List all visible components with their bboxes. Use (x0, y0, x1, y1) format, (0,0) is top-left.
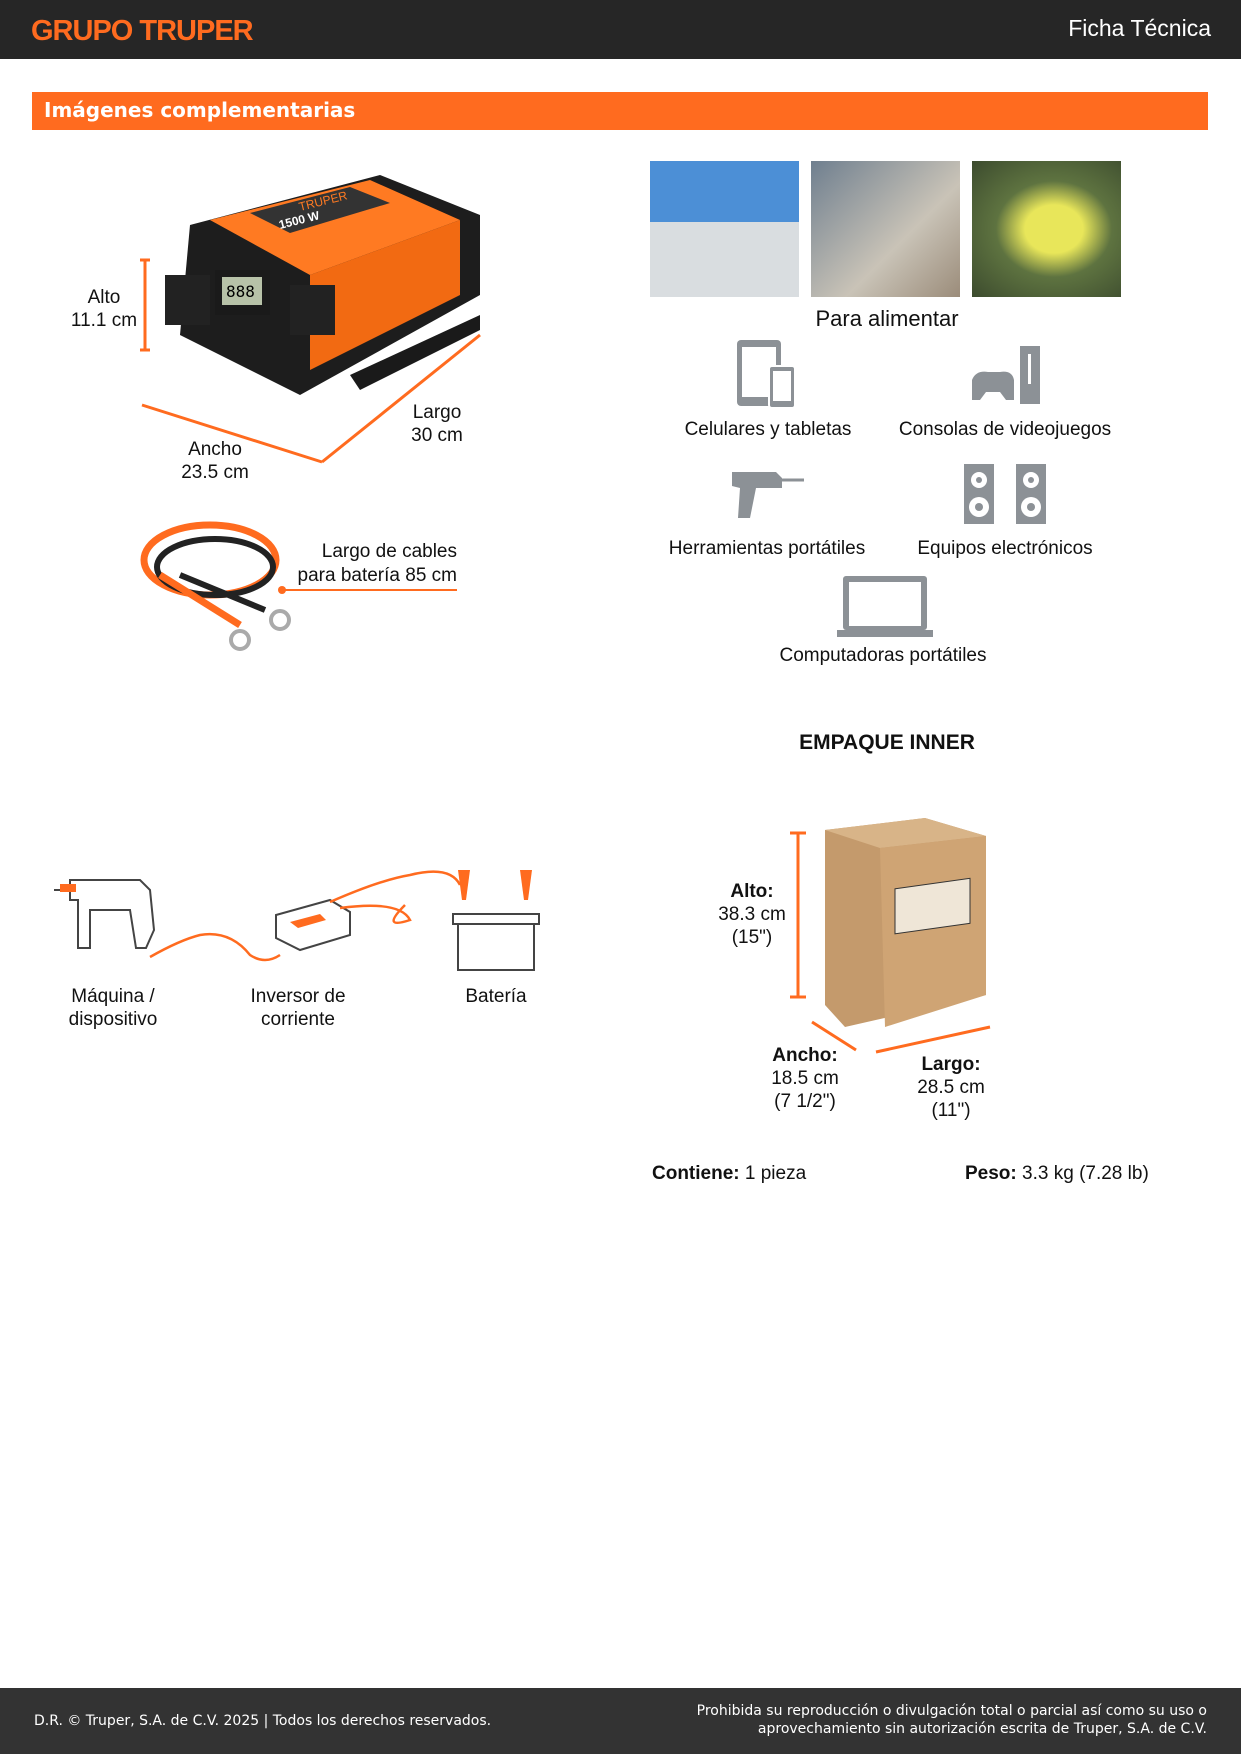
inverter-image: TRUPER 1500 W 888 (140, 175, 481, 464)
legal-notice: Prohibida su reproducción o divulgación … (696, 1703, 1207, 1737)
package-title: EMPAQUE INNER (799, 731, 975, 754)
laptop-icon (837, 576, 933, 637)
package-box-image (790, 818, 991, 1054)
package-alto: Alto:38.3 cm(15") (718, 881, 786, 948)
use-label: Consolas de videojuegos (898, 419, 1112, 440)
inverter-icon (275, 898, 351, 952)
game-console-icon (972, 346, 1040, 404)
uses-title: Para alimentar (815, 306, 959, 331)
contiene-field: Contiene: 1 pieza (652, 1163, 807, 1184)
header-bar: GRUPO TRUPER Ficha Técnica (0, 0, 1241, 59)
footer: D.R. © Truper, S.A. de C.V. 2025 | Todos… (0, 1688, 1241, 1754)
brand-logo: GRUPO TRUPER (31, 15, 254, 47)
battery-cables-image (140, 521, 457, 651)
speakers-icon (964, 464, 1046, 524)
lcd-display: 888 (226, 282, 255, 301)
battery-label: Batería (465, 986, 527, 1007)
use-label: Computadoras portátiles (779, 645, 987, 666)
copyright-text: D.R. © Truper, S.A. de C.V. 2025 | Todos… (34, 1713, 492, 1729)
photo-camping-tent (972, 161, 1121, 297)
photo-woman-laptop-car (650, 161, 799, 297)
drill-icon (732, 472, 804, 518)
package-ancho: Ancho:18.5 cm(7 1/2") (771, 1045, 839, 1112)
tablet-phone-icon (737, 340, 796, 409)
peso-field: Peso: 3.3 kg (7.28 lb) (965, 1163, 1149, 1184)
photo-man-circular-saw (811, 161, 960, 297)
device-label: Máquina /dispositivo (68, 986, 158, 1030)
use-label: Herramientas portátiles (668, 538, 866, 559)
document-title: Ficha Técnica (1068, 15, 1211, 41)
battery-icon (452, 913, 540, 971)
use-label: Equipos electrónicos (917, 538, 1093, 559)
use-label: Celulares y tabletas (684, 419, 852, 440)
section-title: Imágenes complementarias (32, 92, 1208, 130)
package-largo: Largo:28.5 cm(11") (917, 1054, 985, 1121)
connection-diagram (54, 870, 540, 971)
